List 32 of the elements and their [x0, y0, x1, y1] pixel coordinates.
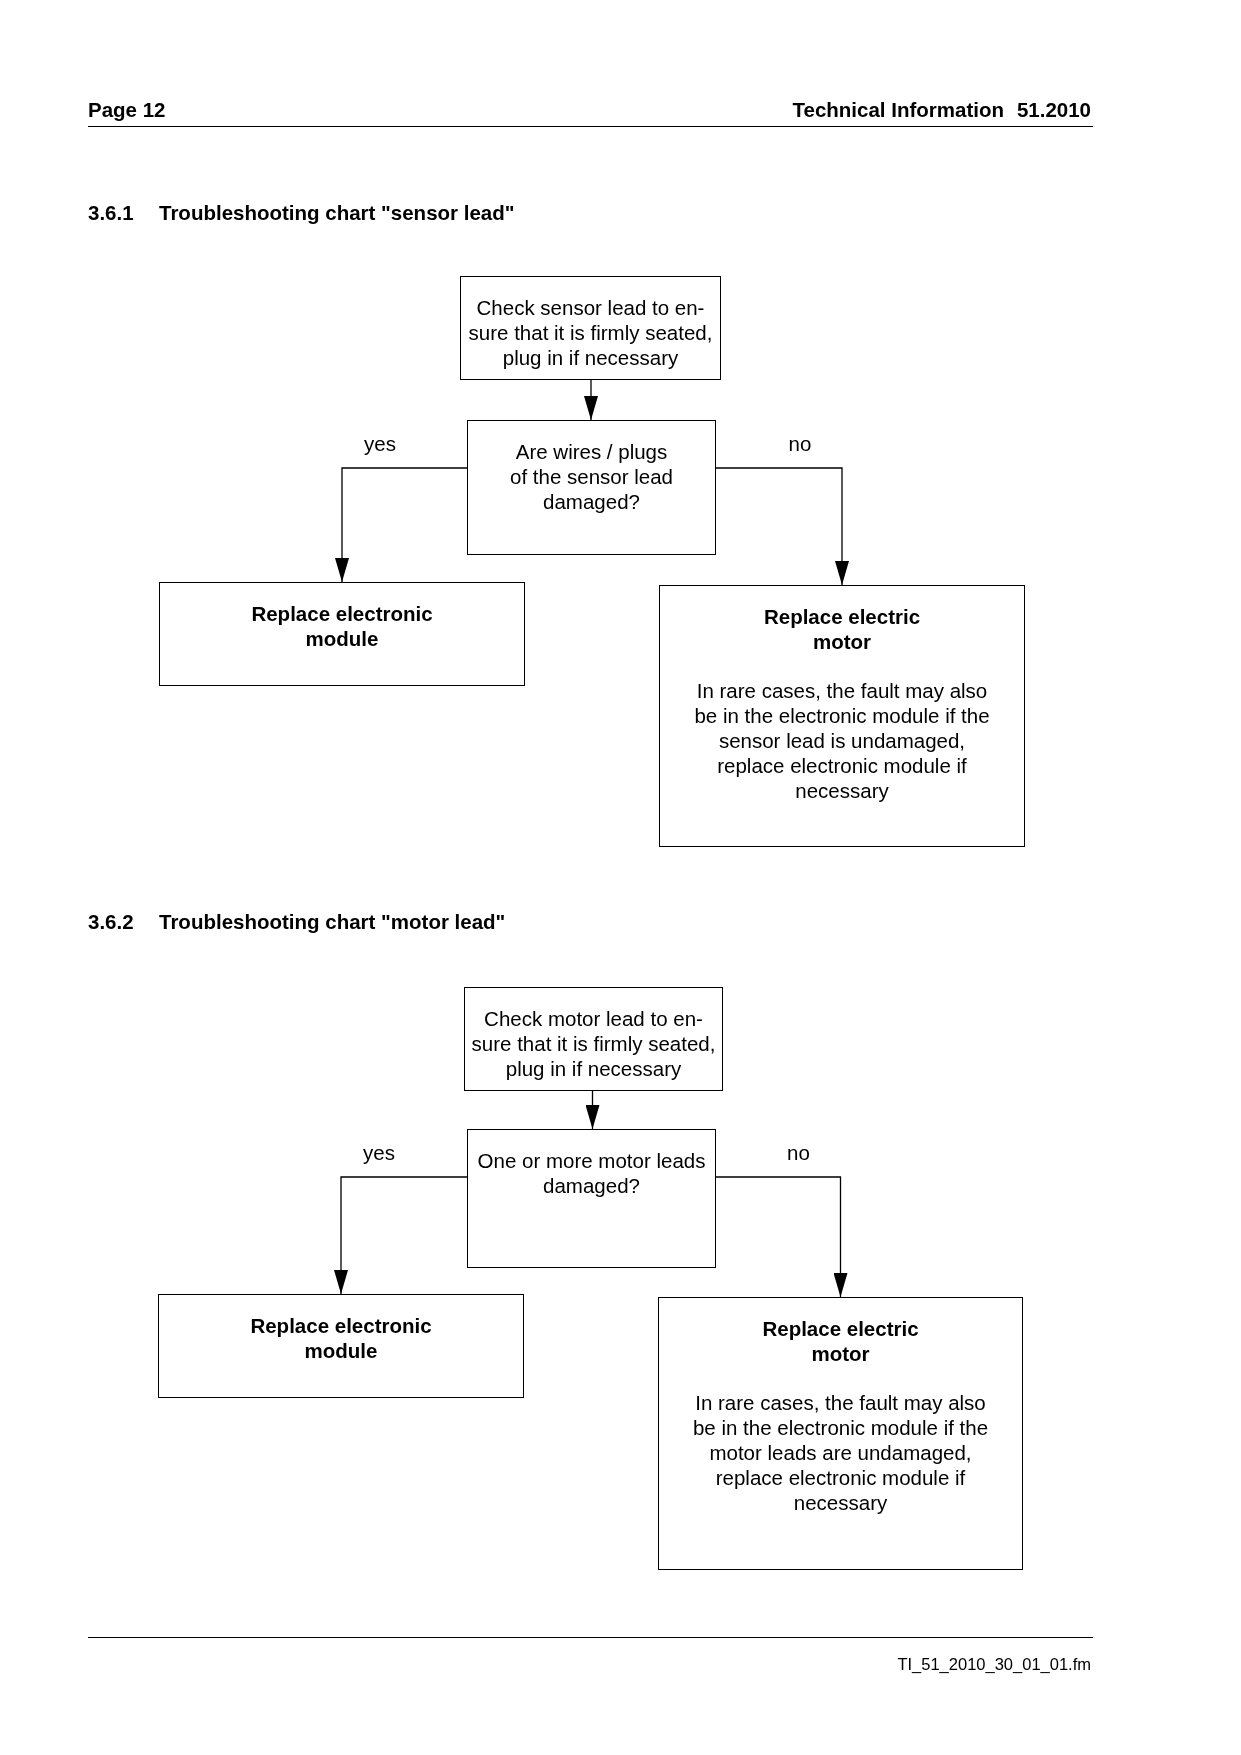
instruction-text: Check sensor lead to en- sure that it is firmly seated, plug in if necessary	[468, 296, 713, 369]
section-heading: Troubleshooting chart "motor lead"	[159, 910, 506, 934]
process-box	[460, 276, 721, 380]
arrow	[715, 1176, 848, 1298]
action-box	[159, 582, 525, 686]
question-text: One or more motor leads damaged?	[477, 1149, 706, 1197]
note-text: In rare cases, the fault may also be in the electronic module if the motor leads are undamaged, replace electronic module if necessary	[692, 1391, 989, 1514]
section-number: 3.6.1	[88, 201, 134, 225]
action-box	[658, 1297, 1023, 1570]
section-number: 3.6.2	[88, 910, 134, 934]
action-box	[659, 585, 1025, 847]
note-text: In rare cases, the fault may also be in the electronic module if the sensor lead is undamaged, replace electronic module if necessary	[694, 679, 990, 802]
action-title: Replace electric motor	[762, 1317, 919, 1365]
question-text: Are wires / plugs of the sensor lead damaged?	[510, 440, 673, 513]
arrow	[584, 379, 598, 421]
action-title: Replace electric motor	[763, 605, 921, 653]
arrow	[334, 1176, 468, 1295]
action-title: Replace electronic module	[251, 602, 433, 650]
page-number: Page 12	[88, 98, 166, 122]
issue-number: 51.2010	[1016, 98, 1091, 122]
action-box	[158, 1294, 524, 1398]
process-box	[464, 987, 723, 1091]
action-title: Replace electronic module	[250, 1314, 432, 1362]
question-box	[467, 420, 716, 555]
instruction-text: Check motor lead to en- sure that it is firmly seated, plug in if necessary	[471, 1007, 716, 1080]
question-box	[467, 1129, 716, 1268]
section-heading: Troubleshooting chart "sensor lead"	[159, 201, 515, 225]
arrow	[585, 1090, 600, 1130]
arrow	[335, 467, 468, 583]
document-title: Technical Information	[792, 98, 1004, 122]
arrow	[715, 467, 849, 586]
file-name: TI_51_2010_30_01_01.fm	[897, 1654, 1091, 1674]
